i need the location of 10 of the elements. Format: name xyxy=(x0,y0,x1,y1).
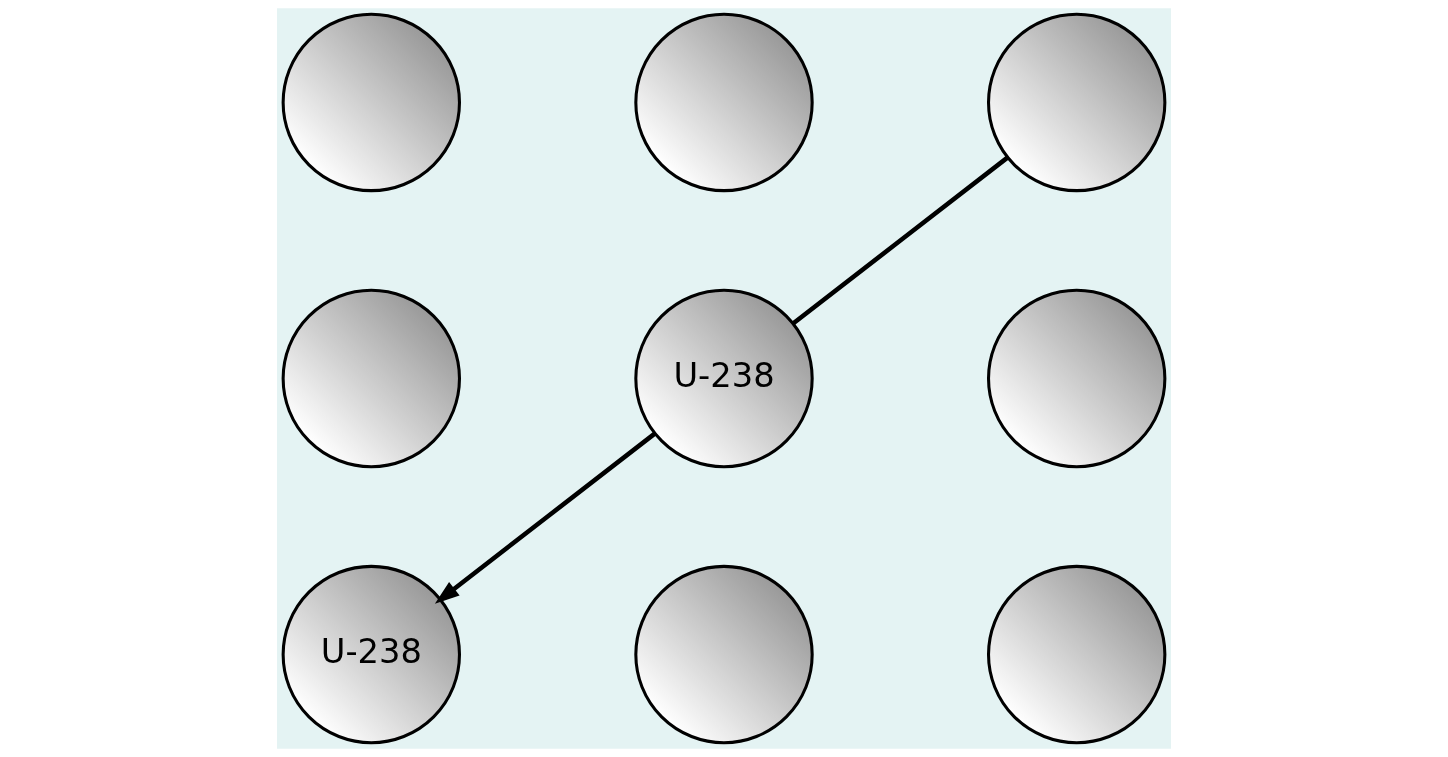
arrow xyxy=(434,431,657,604)
node-circle xyxy=(987,12,1167,193)
node-circle xyxy=(634,12,814,193)
node-circle xyxy=(987,564,1167,745)
node-circle xyxy=(281,288,461,469)
node-circle xyxy=(987,288,1167,469)
connector xyxy=(791,155,1009,326)
node-circle xyxy=(634,564,814,745)
node-circle xyxy=(281,12,461,193)
node-circle: U-238 xyxy=(634,288,814,469)
